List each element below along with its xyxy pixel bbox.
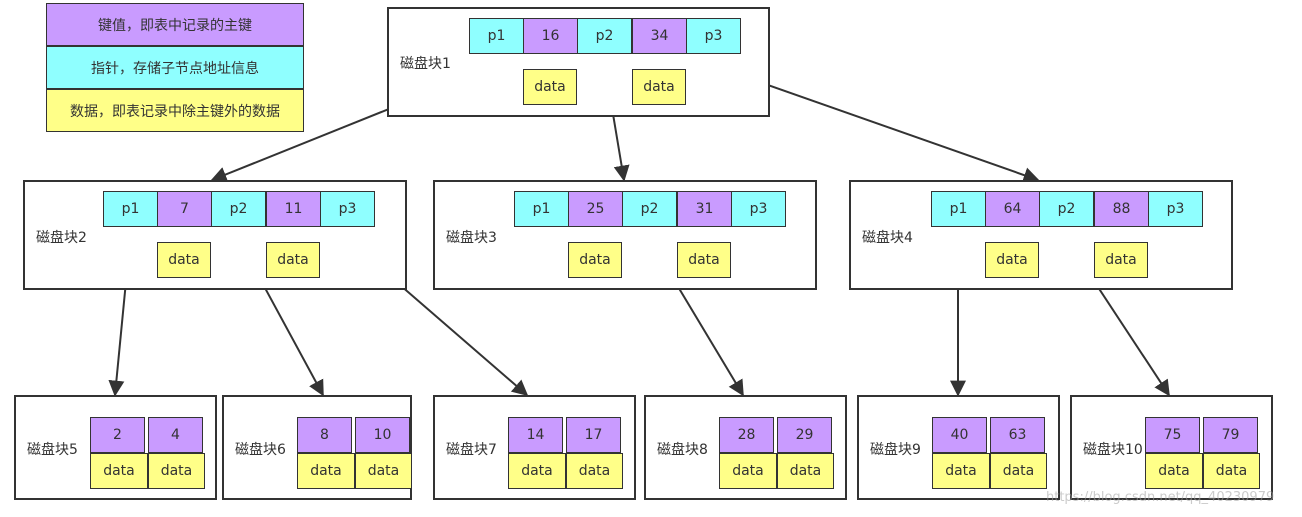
b2-pointer-3: p3 [320,191,375,227]
b10-data-1: data [1145,453,1203,489]
b10-key-2: 79 [1203,417,1258,453]
b2-key-1: 7 [157,191,212,227]
disk-block-4-label: 磁盘块4 [862,230,913,246]
disk-block-6-label: 磁盘块6 [235,442,286,458]
b3-pointer-1: p1 [514,191,569,227]
b9-key-2: 63 [990,417,1045,453]
b5-key-1: 2 [90,417,145,453]
disk-block-3-label: 磁盘块3 [446,230,497,246]
b4-pointer-1: p1 [931,191,986,227]
disk-block-1-label: 磁盘块1 [400,56,451,72]
b4-key-2: 88 [1094,191,1149,227]
b4-data-1: data [985,242,1039,278]
b3-key-2: 31 [677,191,732,227]
disk-block-9-label: 磁盘块9 [870,442,921,458]
b2-pointer-2: p2 [211,191,266,227]
b4-pointer-2: p2 [1039,191,1094,227]
b3-pointer-3: p3 [731,191,786,227]
b7-data-1: data [508,453,566,489]
b6-key-2: 10 [355,417,410,453]
b2-key-2: 11 [266,191,321,227]
disk-block-2-label: 磁盘块2 [36,230,87,246]
b5-data-2: data [148,453,205,489]
b9-data-1: data [932,453,990,489]
b9-data-2: data [990,453,1047,489]
b7-key-2: 17 [566,417,621,453]
b1-pointer-3: p3 [686,18,741,54]
b10-key-1: 75 [1145,417,1200,453]
b3-data-2: data [677,242,731,278]
b5-data-1: data [90,453,148,489]
watermark: https://blog.csdn.net/qq_40230979 [1046,490,1275,505]
b8-data-1: data [719,453,777,489]
b1-pointer-1: p1 [469,18,524,54]
b10-data-2: data [1203,453,1260,489]
b3-pointer-2: p2 [622,191,677,227]
b3-data-1: data [568,242,622,278]
b2-data-1: data [157,242,211,278]
b2-data-2: data [266,242,320,278]
legend-pointer: 指针，存储子节点地址信息 [46,46,304,89]
b5-key-2: 4 [148,417,203,453]
b4-key-1: 64 [985,191,1040,227]
disk-block-10-label: 磁盘块10 [1083,442,1143,458]
b6-key-1: 8 [297,417,352,453]
b1-key-1: 16 [523,18,578,54]
b6-data-2: data [355,453,412,489]
b6-data-1: data [297,453,355,489]
b1-pointer-2: p2 [577,18,632,54]
b3-key-1: 25 [568,191,623,227]
legend-data: 数据，即表记录中除主键外的数据 [46,89,304,132]
b9-key-1: 40 [932,417,987,453]
b2-pointer-1: p1 [103,191,158,227]
disk-block-5-label: 磁盘块5 [27,442,78,458]
b7-data-2: data [566,453,623,489]
disk-block-7-label: 磁盘块7 [446,442,497,458]
b4-pointer-3: p3 [1148,191,1203,227]
b8-key-1: 28 [719,417,774,453]
b8-key-2: 29 [777,417,832,453]
disk-block-8-label: 磁盘块8 [657,442,708,458]
b7-key-1: 14 [508,417,563,453]
legend-key: 键值，即表中记录的主键 [46,3,304,46]
b1-data-1: data [523,69,577,105]
b8-data-2: data [777,453,834,489]
b1-data-2: data [632,69,686,105]
b4-data-2: data [1094,242,1148,278]
b1-key-2: 34 [632,18,687,54]
